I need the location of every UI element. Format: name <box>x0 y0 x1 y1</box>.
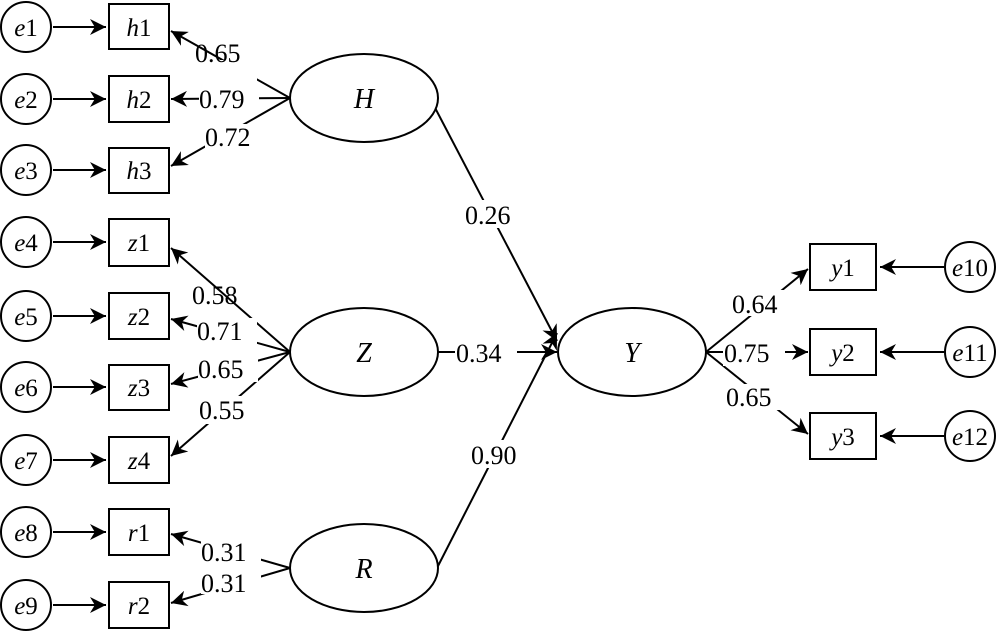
error-label-e6: e6 <box>14 375 38 402</box>
indicator-box-z1 <box>108 218 170 267</box>
error-label-e7: e7 <box>14 448 38 475</box>
indicator-box-z3 <box>108 364 170 411</box>
latent-ellipse-Y <box>557 307 707 397</box>
coef-H-h1: 0.65 <box>195 39 241 68</box>
indicator-label-z3: z3 <box>127 375 150 402</box>
indicator-box-z4 <box>108 436 170 484</box>
latent-label-Z: Z <box>356 338 372 369</box>
error-circle-e12 <box>944 410 996 462</box>
coef-R-Y: 0.90 <box>471 441 517 470</box>
indicator-label-h3: h3 <box>127 158 152 185</box>
error-label-e1: e1 <box>14 15 38 42</box>
indicator-label-r1: r1 <box>128 520 150 547</box>
indicator-label-y3: y3 <box>828 424 855 451</box>
error-label-e5: e5 <box>14 304 38 331</box>
latent-label-H: H <box>353 84 376 115</box>
coef-H-h3: 0.72 <box>205 123 251 152</box>
indicator-box-r1 <box>108 508 170 556</box>
coef-H-h2: 0.79 <box>199 85 245 114</box>
error-circle-e11 <box>944 326 996 378</box>
error-label-e12: e12 <box>952 424 988 451</box>
error-circle-e8 <box>0 506 52 558</box>
indicator-label-y2: y2 <box>828 340 855 367</box>
latent-ellipse-Z <box>289 307 439 397</box>
coef-Y-y1: 0.64 <box>732 290 778 319</box>
indicator-label-z4: z4 <box>127 448 151 475</box>
error-circle-e1 <box>0 1 52 53</box>
coef-Y-y3: 0.65 <box>726 383 772 412</box>
coef-H-Y: 0.26 <box>465 201 511 230</box>
indicator-box-h2 <box>108 75 170 123</box>
latent-ellipse-R <box>289 523 439 613</box>
coef-Z-Y: 0.34 <box>456 339 502 368</box>
error-label-e9: e9 <box>14 593 38 620</box>
latent-ellipse-H <box>289 53 439 143</box>
indicator-box-h3 <box>108 147 170 194</box>
error-circle-e10 <box>944 241 996 293</box>
error-circle-e7 <box>0 434 52 486</box>
arrow-Z-z1 <box>170 247 291 353</box>
coef-Z-z4: 0.55 <box>199 396 245 425</box>
error-circle-e6 <box>0 361 52 413</box>
latent-label-R: R <box>354 554 372 585</box>
indicator-label-r2: r2 <box>128 593 150 620</box>
error-circle-e5 <box>0 290 52 342</box>
error-label-e10: e10 <box>952 255 988 282</box>
indicator-box-z2 <box>108 292 170 340</box>
latent-label-Y: Y <box>624 338 643 369</box>
indicator-box-r2 <box>108 581 170 629</box>
indicator-label-z1: z1 <box>127 230 150 257</box>
error-circle-e4 <box>0 216 52 268</box>
error-circle-e3 <box>0 144 52 196</box>
error-label-e8: e8 <box>14 520 38 547</box>
error-label-e2: e2 <box>14 87 38 114</box>
coef-R-r1: 0.31 <box>201 538 247 567</box>
error-label-e4: e4 <box>14 230 38 257</box>
indicator-box-y3 <box>809 412 877 460</box>
error-label-e3: e3 <box>14 158 38 185</box>
coef-Y-y2: 0.75 <box>724 339 770 368</box>
error-label-e11: e11 <box>952 340 987 367</box>
indicator-label-h1: h1 <box>127 15 152 42</box>
error-circle-e2 <box>0 73 52 125</box>
coef-Z-z2: 0.71 <box>197 317 243 346</box>
indicator-box-y2 <box>809 328 877 376</box>
indicator-box-h1 <box>108 3 170 50</box>
indicator-label-y1: y1 <box>828 255 855 282</box>
indicator-label-z2: z2 <box>127 304 150 331</box>
coef-R-r2: 0.31 <box>201 569 247 598</box>
coef-Z-z3: 0.65 <box>198 355 244 384</box>
coef-Z-z1: 0.58 <box>192 281 238 310</box>
indicator-label-h2: h2 <box>127 87 152 114</box>
error-circle-e9 <box>0 579 52 631</box>
indicator-box-y1 <box>809 243 877 291</box>
